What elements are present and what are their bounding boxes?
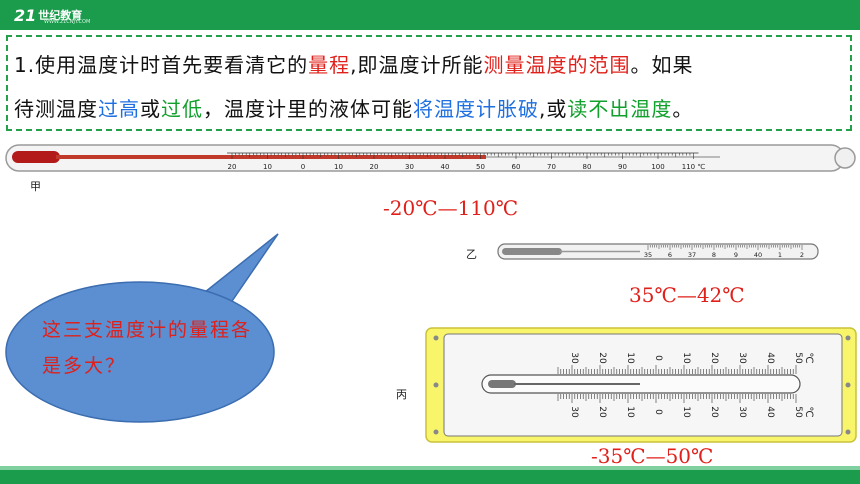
screw-icon: [433, 382, 439, 388]
screw-icon: [845, 382, 851, 388]
tick-label: 35: [644, 251, 652, 259]
tick-label-bottom: 10: [681, 406, 691, 418]
tick-label-top: 20: [709, 352, 719, 364]
tick-label-top: 10: [625, 352, 635, 364]
tick-label-bottom: 20: [597, 406, 607, 418]
tick-label: 20: [370, 163, 379, 171]
line2-segment: ,或: [539, 97, 568, 121]
tick-label-top: 30: [569, 352, 579, 364]
tick-label-top: 50: [793, 352, 803, 364]
line2-segment: 过低: [161, 97, 203, 121]
tick-label: 6: [668, 251, 672, 259]
thermometer-yi-scale: 35 6 37 8 9 40 1 2: [644, 245, 804, 259]
line2-segment: ，温度计里的液体可能: [203, 97, 413, 121]
label-bing: 丙: [396, 388, 407, 401]
thermometer-yi-bulb: [502, 248, 562, 255]
tick-label: 10: [334, 163, 343, 171]
tick-label: 2: [800, 251, 804, 259]
tick-label: 0: [301, 163, 305, 171]
tick-label-bottom: 30: [737, 406, 747, 418]
tick-label-bottom: 50: [793, 406, 803, 418]
line1-segment: 测量温度的范围: [483, 53, 631, 77]
tick-label: 50: [476, 163, 485, 171]
tick-label: 70: [547, 163, 556, 171]
question-bubble: [5, 233, 279, 423]
explanation-line-1: 1.使用温度计时首先要看清它的量程,即温度计所能测量温度的范围。如果: [14, 49, 693, 78]
unit-label-top: ℃: [803, 352, 814, 363]
tick-label: 8: [712, 251, 716, 259]
bubble-question: 这三支温度计的量程各是多大？: [42, 319, 253, 377]
tick-label-bottom: 30: [569, 406, 579, 418]
tick-label: 80: [583, 163, 592, 171]
line2-segment: 将温度计胀破: [413, 97, 539, 121]
line1-segment: 1.使用温度计时首先要看清它的: [14, 53, 309, 77]
tick-label-bottom: 20: [709, 406, 719, 418]
line1-segment: 。如果: [630, 53, 694, 77]
line2-segment: 。: [672, 97, 694, 121]
tick-label: 60: [512, 163, 521, 171]
screw-icon: [845, 335, 851, 341]
tick-label: 1: [778, 251, 782, 259]
thermometer-jia-end: [834, 147, 856, 169]
thermometer-jia-liquid: [56, 155, 486, 159]
screw-icon: [433, 335, 439, 341]
line2-segment: 或: [140, 97, 161, 121]
tick-label: 90: [618, 163, 627, 171]
tick-label: 40: [441, 163, 450, 171]
tick-label-top: 10: [681, 352, 691, 364]
thermometer-bing-bulb: [488, 380, 516, 388]
explanation-box: 1.使用温度计时首先要看清它的量程,即温度计所能测量温度的范围。如果 待测温度过…: [6, 35, 852, 131]
line2-segment: 过高: [98, 97, 140, 121]
bubble-body: [5, 281, 275, 423]
unit-label-bottom: ℃: [803, 406, 814, 417]
tick-label: 30: [405, 163, 414, 171]
bottom-banner: [0, 470, 860, 484]
tick-label: 10: [263, 163, 272, 171]
screw-icon: [845, 429, 851, 435]
screw-icon: [433, 429, 439, 435]
range-jia: -20℃—110℃: [383, 196, 519, 220]
tick-label-top: 20: [597, 352, 607, 364]
range-yi: 35℃—42℃: [629, 283, 745, 307]
tick-label-bottom: 0: [653, 409, 663, 415]
label-yi: 乙: [466, 248, 477, 261]
bottom-stripe: [0, 466, 860, 470]
tick-label: 37: [688, 251, 696, 259]
label-jia: 甲: [30, 180, 41, 193]
top-banner: [0, 0, 860, 30]
line1-segment: ,即温度计所能: [350, 53, 484, 77]
logo-mark: 21: [14, 5, 37, 25]
thermometer-yi: 35 6 37 8 9 40 1 2: [497, 243, 819, 260]
logo-text: 世纪教育: [38, 9, 83, 22]
tick-label: 110 ℃: [682, 163, 706, 171]
line1-segment: 量程: [308, 53, 351, 77]
tick-label: 100: [651, 163, 664, 171]
tick-label-bottom: 10: [625, 406, 635, 418]
logo-subtitle: WWW.21CNJY.COM: [44, 19, 91, 25]
tick-label: 40: [754, 251, 762, 259]
line2-segment: 读不出温度: [567, 97, 673, 121]
tick-label: 9: [734, 251, 738, 259]
line2-segment: 待测温度: [14, 97, 98, 121]
thermometer-jia-bulb: [12, 151, 60, 163]
tick-label-bottom: 40: [765, 406, 775, 418]
explanation-line-2: 待测温度过高或过低，温度计里的液体可能将温度计胀破,或读不出温度。: [14, 93, 693, 122]
thermometer-yi-body: [497, 243, 819, 260]
range-bing: -35℃—50℃: [591, 444, 714, 468]
thermometer-bing-tube: [481, 374, 801, 394]
tick-label-top: 40: [765, 352, 775, 364]
tick-label-top: 30: [737, 352, 747, 364]
tick-label: 20: [228, 163, 237, 171]
tick-label-top: 0: [653, 355, 663, 361]
brand-logo: 21 世纪教育: [14, 4, 82, 26]
